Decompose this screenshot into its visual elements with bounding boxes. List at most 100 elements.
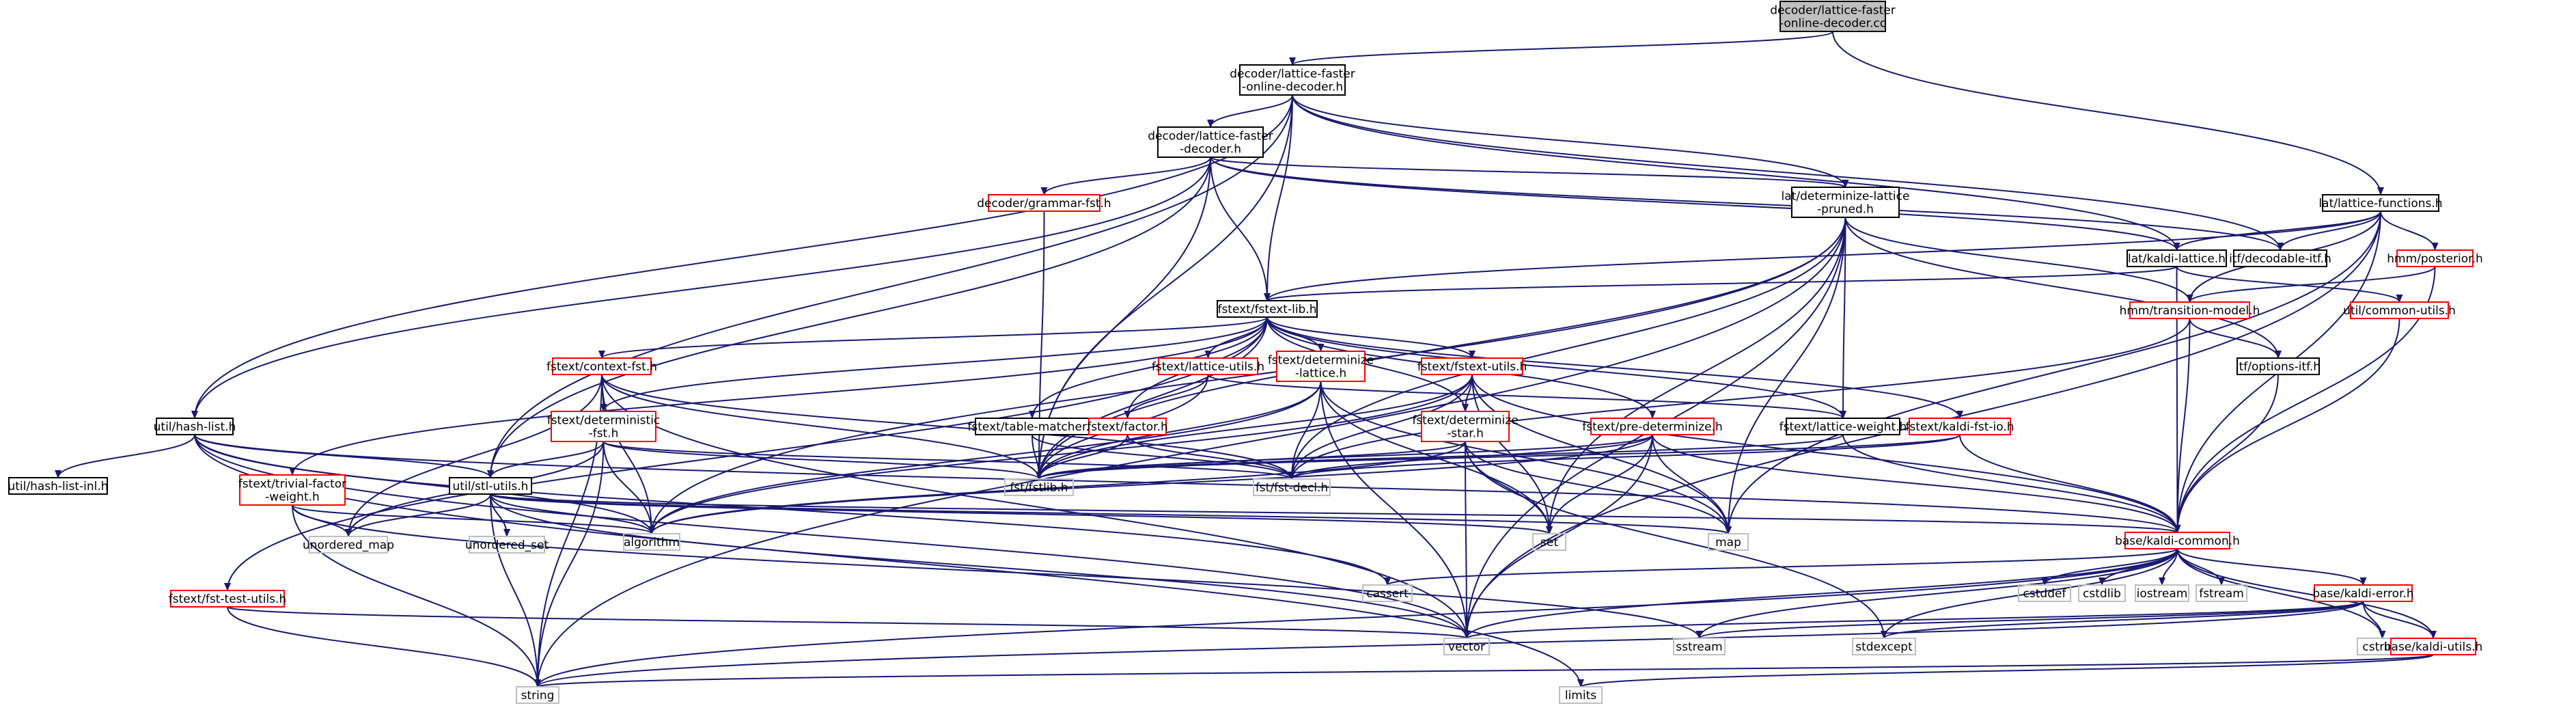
- node-label: -weight.h: [265, 491, 320, 504]
- node-lfd[interactable]: decoder/lattice-faster-decoder.h: [1148, 126, 1273, 158]
- node-predet[interactable]: fstext/pre-determinize.h: [1582, 418, 1723, 435]
- edge-fstextutils-to-fstlib: [1036, 374, 1473, 480]
- node-cstddef: cstddef: [2018, 584, 2071, 602]
- node-kaldilat[interactable]: lat/kaldi-lattice.h: [2127, 249, 2227, 267]
- edge-contextfst-to-fstdecl: [601, 374, 1295, 480]
- node-contextfst[interactable]: fstext/context-fst.h: [546, 357, 657, 375]
- node-label: fstext/deterministic: [547, 414, 661, 428]
- edge-lfd-to-decitf: [1210, 156, 2284, 251]
- node-fstlib: fst/fstlib.h: [1004, 478, 1074, 496]
- edge-latfunc-to-posterior: [2380, 210, 2439, 251]
- node-sstream: sstream: [1673, 638, 1726, 655]
- node-kaldicommon[interactable]: base/kaldi-common.h: [2115, 532, 2240, 549]
- edge-kaldifstio-to-fstlib: [1036, 434, 1961, 480]
- edge-lfd-to-grammar: [1040, 156, 1211, 195]
- node-factor[interactable]: fstext/factor.h: [1087, 418, 1168, 435]
- node-box: [2350, 301, 2449, 319]
- edge-optionsitf-to-kaldicommon: [2174, 374, 2279, 533]
- node-stlutils[interactable]: util/stl-utils.h: [449, 477, 532, 495]
- node-detfst[interactable]: fstext/deterministic-fst.h: [547, 411, 661, 442]
- node-optionsitf[interactable]: itf/options-itf.h: [2236, 357, 2321, 375]
- node-box: [309, 536, 388, 554]
- edge-detfst-to-algorithm: [603, 441, 655, 534]
- node-fstextutils[interactable]: fstext/fstext-utils.h: [1417, 357, 1527, 375]
- node-detlatfst[interactable]: fstext/determinize-lattice.h: [1268, 351, 1374, 382]
- node-box: [551, 411, 656, 442]
- edge-fstextlib-to-contextfst: [598, 316, 1268, 359]
- node-decitf[interactable]: itf/decodable-itf.h: [2229, 249, 2331, 267]
- node-box: [1791, 187, 1900, 218]
- edge-kaldifstio-to-fstdecl: [1288, 434, 1961, 480]
- edge-lfd-to-hashlist: [191, 156, 1211, 419]
- edge-detlat-to-algorithm: [648, 217, 1846, 534]
- edge-lfod-to-kaldilat: [1292, 94, 2180, 251]
- edge-detlat-to-set: [1546, 217, 1846, 534]
- node-box: [2135, 584, 2189, 602]
- node-trivial[interactable]: fstext/trivial-factor-weight.h: [238, 474, 346, 506]
- node-kaldierror[interactable]: base/kaldi-error.h: [2312, 584, 2414, 602]
- node-grammar[interactable]: decoder/grammar-fst.h: [977, 194, 1111, 212]
- edge-kaldicommon-to-kaldiutils: [2176, 548, 2437, 639]
- node-box: [1239, 64, 1346, 96]
- node-box: [239, 474, 346, 506]
- node-kaldiutils[interactable]: base/kaldi-utils.h: [2384, 638, 2483, 655]
- node-hashlist[interactable]: util/hash-list.h: [154, 418, 236, 435]
- node-kaldifstio[interactable]: fstext/kaldi-fst-io.h: [1905, 418, 2014, 435]
- node-box: [2018, 584, 2071, 602]
- edge-detlatfst-to-vector: [1320, 381, 1470, 639]
- node-latweight[interactable]: fstext/lattice-weight.h: [1779, 418, 1907, 435]
- node-hashlistinl[interactable]: util/hash-list-inl.h: [8, 477, 109, 495]
- node-transmodel[interactable]: hmm/transition-model.h: [2120, 301, 2260, 319]
- edge-latutils-to-factor: [1124, 374, 1209, 419]
- edge-kaldicommon-to-stdexcept: [1881, 548, 2178, 639]
- edge-fstextlib-to-detstar: [1266, 316, 1469, 412]
- node-box: [1532, 533, 1566, 551]
- node-box: [1217, 300, 1318, 318]
- node-fsttestutils[interactable]: fstext/fst-test-utils.h: [169, 590, 286, 608]
- node-box: [1852, 638, 1916, 655]
- edge-stlutils-to-algorithm: [490, 493, 655, 534]
- node-lfod[interactable]: decoder/lattice-faster-online-decoder.h: [1230, 64, 1355, 96]
- node-detlat[interactable]: lat/determinize-lattice-pruned.h: [1782, 187, 1910, 218]
- edge-contextfst-to-algorithm: [601, 374, 655, 534]
- node-box: [2124, 532, 2230, 549]
- node-label: decoder/grammar-fst.h: [977, 197, 1111, 210]
- edge-factor-to-fstdecl: [1126, 434, 1295, 480]
- edge-kaldicommon-to-kaldierror: [2176, 548, 2367, 586]
- edge-detlatfst-to-map: [1320, 381, 1732, 534]
- node-iostream: iostream: [2135, 584, 2189, 602]
- node-label: lat/lattice-functions.h: [2318, 197, 2442, 210]
- edge-fsttestutils-to-string: [227, 606, 541, 687]
- node-fstextlib[interactable]: fstext/fstext-lib.h: [1217, 300, 1318, 318]
- node-cstdlib: cstdlib: [2078, 584, 2126, 602]
- edge-fstextlib-to-latweight: [1266, 316, 1846, 419]
- node-fstdecl: fst/fst-decl.h: [1253, 478, 1331, 496]
- node-label: fstext/lattice-utils.h: [1152, 360, 1264, 374]
- node-root[interactable]: decoder/lattice-faster-online-decoder.cc: [1770, 1, 1896, 32]
- node-posterior[interactable]: hmm/posterior.h: [2387, 249, 2483, 267]
- node-tablematcher[interactable]: fstext/table-matcher.h: [967, 418, 1097, 435]
- edge-transmodel-to-kaldicommon: [2174, 318, 2191, 533]
- edge-kaldierror-to-cstring: [2362, 601, 2386, 639]
- node-latfunc[interactable]: lat/lattice-functions.h: [2318, 194, 2443, 212]
- node-box: [469, 536, 545, 554]
- node-latutils[interactable]: fstext/lattice-utils.h: [1152, 357, 1264, 375]
- edge-stlutils-to-kaldicommon: [490, 493, 2180, 533]
- edge-kaldierror-to-kaldiutils: [2362, 601, 2437, 639]
- edge-predet-to-set: [1546, 434, 1653, 534]
- edge-root-to-lfod: [1289, 31, 1833, 66]
- node-detstar[interactable]: fstext/determinize-star.h: [1412, 411, 1519, 442]
- node-box: [623, 533, 680, 551]
- node-box: [2314, 584, 2413, 602]
- edge-trivial-to-algorithm: [292, 504, 655, 534]
- edge-latfunc-to-decitf: [2277, 210, 2381, 251]
- node-label: util/hash-list.h: [154, 420, 236, 434]
- node-label: fstext/determinize: [1412, 414, 1518, 428]
- node-label: -pruned.h: [1817, 203, 1874, 217]
- node-box: [1786, 418, 1900, 435]
- node-label: lat/kaldi-lattice.h: [2128, 252, 2226, 266]
- node-box: [1421, 357, 1523, 375]
- node-box: [1443, 638, 1490, 655]
- edge-transmodel-to-optionsitf: [2189, 318, 2282, 359]
- node-commonutils[interactable]: util/common-utils.h: [2343, 301, 2456, 319]
